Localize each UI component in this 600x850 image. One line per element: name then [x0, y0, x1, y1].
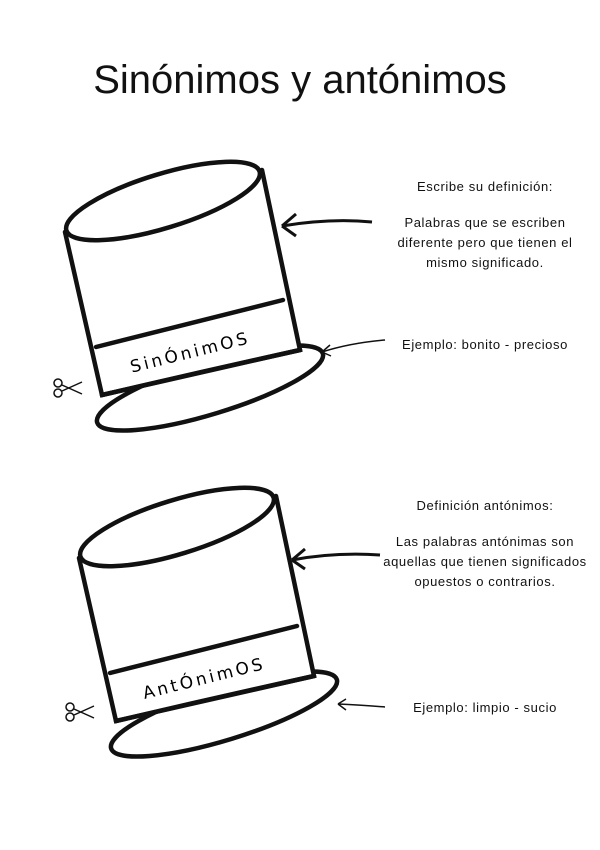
arrow-icon: [321, 339, 386, 357]
antonimos-heading: Definición antónimos:: [416, 498, 554, 513]
antonimos-definition: Las palabras antónimas son aquellas que …: [383, 534, 587, 589]
sinonimos-example: Ejemplo: bonito - precioso: [402, 337, 568, 352]
scissors-icon: [65, 702, 95, 722]
antonimos-hat-icon: AntÓnimOS: [73, 472, 345, 774]
arrow-icon: [337, 698, 386, 711]
antonimos-example: Ejemplo: limpio - sucio: [413, 700, 557, 715]
sinonimos-definition: Palabras que se escriben diferente pero …: [397, 215, 573, 270]
arrow-icon: [291, 547, 381, 571]
sinonimos-hat-icon: SinÓnimOS: [59, 146, 331, 448]
arrow-icon: [281, 212, 373, 238]
sinonimos-heading: Escribe su definición:: [416, 179, 554, 194]
page-title: Sinónimos y antónimos: [93, 58, 507, 102]
scissors-icon: [53, 378, 83, 398]
